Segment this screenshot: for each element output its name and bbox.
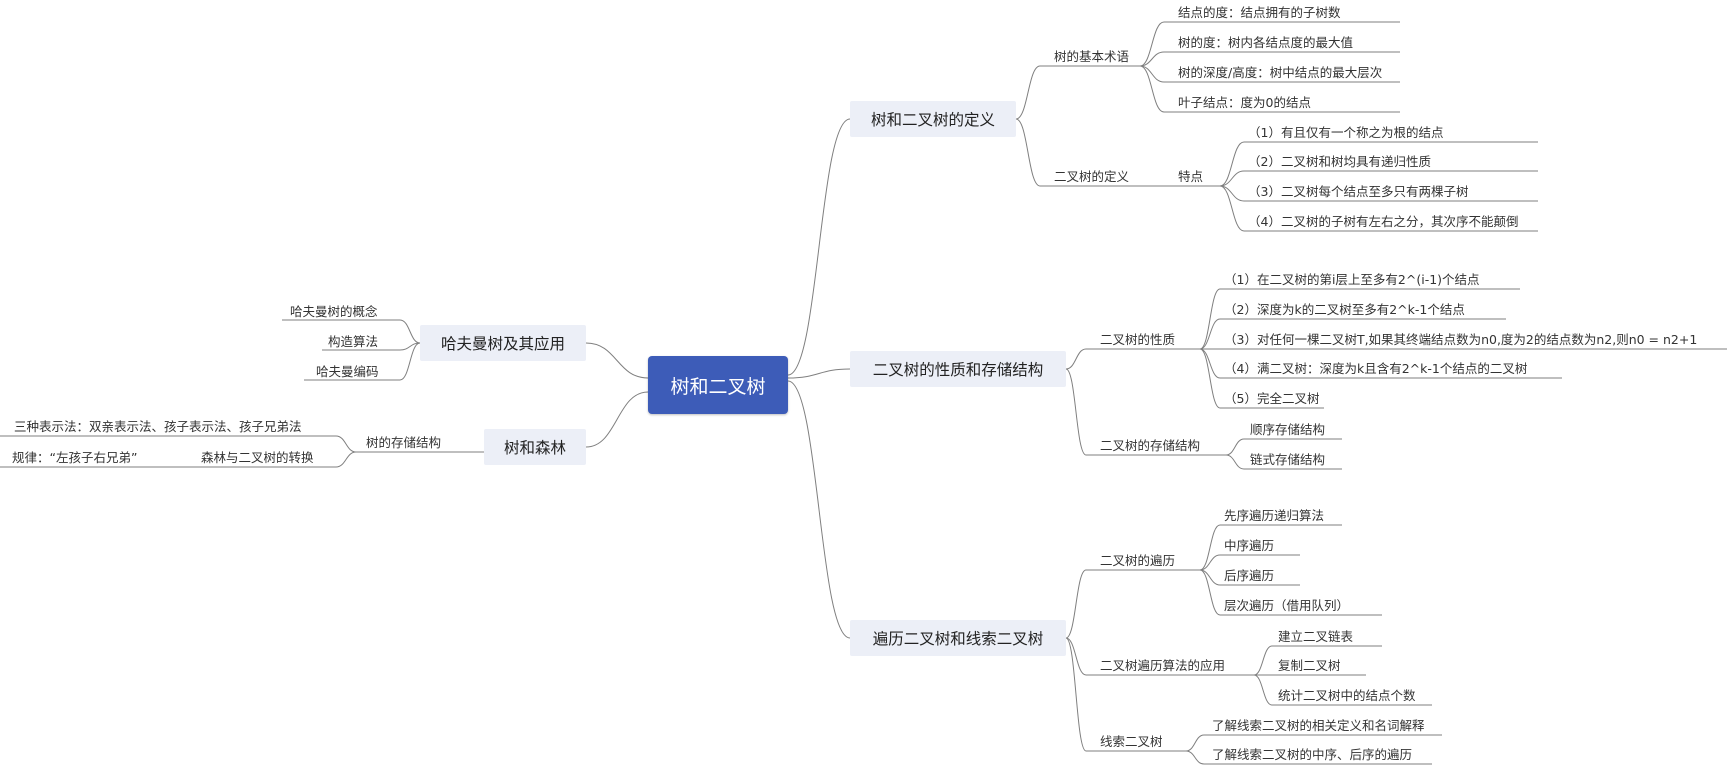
node-build-list[interactable]: 建立二叉链表 xyxy=(1278,629,1354,644)
node-huffman-algorithm[interactable]: 构造算法 xyxy=(328,334,379,349)
link-forest-convert xyxy=(335,451,357,468)
link-huffman-0 xyxy=(399,319,421,344)
node-huffman-concept[interactable]: 哈夫曼树的概念 xyxy=(290,304,378,319)
link-thread-0 xyxy=(1185,734,1205,752)
node-binary-props[interactable]: 二叉树的性质 xyxy=(1100,332,1176,347)
node-binary-storage[interactable]: 二叉树的存储结构 xyxy=(1100,438,1201,453)
node-feature-1[interactable]: （1）有且仅有一个称之为根的结点 xyxy=(1248,125,1444,140)
link-thread-1 xyxy=(1185,750,1205,765)
node-huffman-coding[interactable]: 哈夫曼编码 xyxy=(316,364,379,379)
root-node[interactable]: 树和二叉树 xyxy=(648,356,788,414)
link-b3-traverse xyxy=(1065,569,1087,639)
branch-tree-definition[interactable]: 树和二叉树的定义 xyxy=(850,101,1016,137)
node-term-depth[interactable]: 树的深度/高度：树中结点的最大层次 xyxy=(1178,65,1383,80)
link-term-2 xyxy=(1139,65,1165,83)
node-levelorder[interactable]: 层次遍历（借用队列） xyxy=(1224,598,1350,613)
node-prop-3[interactable]: （3）对任何一棵二叉树T,如果其终端结点数为n0,度为2的结点数为n2,则n0 … xyxy=(1224,332,1698,347)
link-storage-0 xyxy=(1225,438,1245,456)
node-binary-def[interactable]: 二叉树的定义 xyxy=(1054,169,1130,184)
node-threaded-def[interactable]: 了解线索二叉树的相关定义和名词解释 xyxy=(1212,718,1425,733)
node-term-leaf[interactable]: 叶子结点：度为0的结点 xyxy=(1178,95,1311,110)
node-copy-tree[interactable]: 复制二叉树 xyxy=(1278,658,1341,673)
node-inorder[interactable]: 中序遍历 xyxy=(1224,538,1275,553)
node-forest-convert[interactable]: 森林与二叉树的转换 xyxy=(201,450,314,465)
node-threaded-traverse[interactable]: 了解线索二叉树的中序、后序的遍历 xyxy=(1212,747,1413,762)
node-tree-terms[interactable]: 树的基本术语 xyxy=(1054,49,1130,64)
node-feature[interactable]: 特点 xyxy=(1178,169,1204,184)
node-prop-4[interactable]: （4）满二叉树：深度为k且含有2^k-1个结点的二叉树 xyxy=(1224,361,1528,376)
node-feature-3[interactable]: （3）二叉树每个结点至多只有两棵子树 xyxy=(1248,184,1469,199)
link-b2-storage xyxy=(1065,368,1087,456)
node-seq-storage[interactable]: 顺序存储结构 xyxy=(1250,422,1326,437)
link-term-0 xyxy=(1139,21,1165,67)
node-tree-storage[interactable]: 树的存储结构 xyxy=(366,435,442,450)
node-three-representations[interactable]: 三种表示法：双亲表示法、孩子表示法、孩子兄弟法 xyxy=(14,419,302,434)
link-b3-apply xyxy=(1065,637,1087,676)
link-prop-4 xyxy=(1199,348,1221,409)
link-prop-0 xyxy=(1199,288,1221,350)
branch-huffman[interactable]: 哈夫曼树及其应用 xyxy=(420,325,586,361)
link-root-b3 xyxy=(787,380,851,639)
link-feature-3 xyxy=(1219,185,1245,232)
node-count-nodes[interactable]: 统计二叉树中的结点个数 xyxy=(1278,688,1416,703)
link-root-b2 xyxy=(787,368,851,379)
link-term-1 xyxy=(1139,51,1165,67)
link-term-3 xyxy=(1139,65,1165,113)
node-term-degree[interactable]: 结点的度：结点拥有的子树数 xyxy=(1178,5,1341,20)
link-feature-1 xyxy=(1219,170,1245,187)
link-b3-thread xyxy=(1065,637,1087,752)
link-root-b5 xyxy=(585,391,649,448)
node-preorder[interactable]: 先序遍历递归算法 xyxy=(1224,508,1325,523)
node-threaded[interactable]: 线索二叉树 xyxy=(1100,734,1163,749)
link-prop-1 xyxy=(1199,318,1221,350)
link-storage-repr xyxy=(335,435,357,453)
link-b1-terms xyxy=(1015,65,1041,120)
node-prop-1[interactable]: （1）在二叉树的第i层上至多有2^(i-1)个结点 xyxy=(1224,272,1480,287)
node-feature-2[interactable]: （2）二叉树和树均具有递归性质 xyxy=(1248,154,1431,169)
node-term-tree-degree[interactable]: 树的度：树内各结点度的最大值 xyxy=(1178,35,1354,50)
link-b1-def xyxy=(1015,118,1041,187)
link-traverse-0 xyxy=(1199,524,1221,571)
link-prop-3 xyxy=(1199,348,1221,379)
node-postorder[interactable]: 后序遍历 xyxy=(1224,568,1275,583)
node-traversal[interactable]: 二叉树的遍历 xyxy=(1100,553,1176,568)
branch-properties-storage[interactable]: 二叉树的性质和存储结构 xyxy=(850,351,1066,387)
branch-tree-forest[interactable]: 树和森林 xyxy=(484,429,586,465)
link-feature-0 xyxy=(1219,141,1245,187)
node-feature-4[interactable]: （4）二叉树的子树有左右之分，其次序不能颠倒 xyxy=(1248,214,1519,229)
link-traverse-1 xyxy=(1199,554,1221,571)
node-prop-5[interactable]: （5）完全二叉树 xyxy=(1224,391,1320,406)
link-storage-1 xyxy=(1225,454,1245,470)
branch-traversal-threaded[interactable]: 遍历二叉树和线索二叉树 xyxy=(850,620,1066,656)
link-root-b4 xyxy=(585,342,649,379)
link-root-b1 xyxy=(787,118,851,376)
link-huffman-2 xyxy=(399,342,421,381)
node-traversal-apply[interactable]: 二叉树遍历算法的应用 xyxy=(1100,658,1226,673)
link-b2-props xyxy=(1065,348,1087,370)
link-traverse-3 xyxy=(1199,569,1221,616)
link-apply-0 xyxy=(1253,645,1273,676)
link-apply-2 xyxy=(1253,674,1273,706)
node-rule[interactable]: 规律：“左孩子右兄弟” xyxy=(12,450,138,465)
node-prop-2[interactable]: （2）深度为k的二叉树至多有2^k-1个结点 xyxy=(1224,302,1465,317)
node-linked-storage[interactable]: 链式存储结构 xyxy=(1250,452,1326,467)
